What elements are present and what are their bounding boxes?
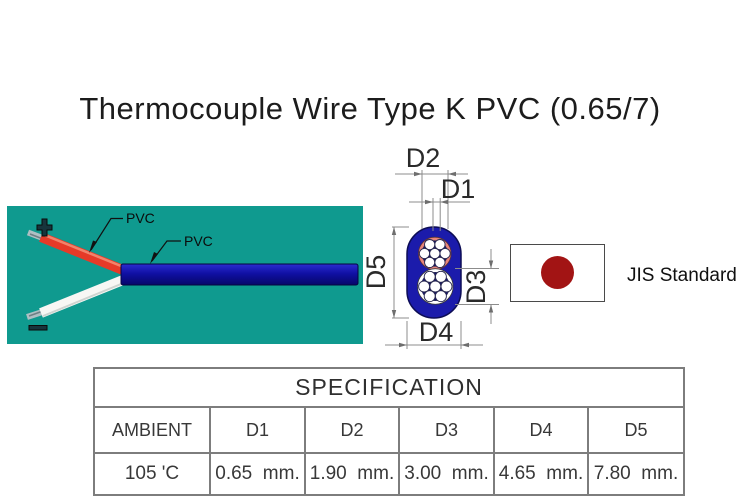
negative-conductor-bundle: [417, 268, 454, 305]
pvc-leader-2-arrow: [150, 252, 158, 264]
d3-label: D3: [461, 270, 491, 305]
positive-wire-highlight: [42, 233, 122, 268]
japan-flag-disc: [541, 256, 574, 289]
pvc-leader-1-arrow: [89, 240, 97, 253]
positive-conductor-bundle: [418, 236, 452, 271]
standard-label: JIS Standard: [627, 265, 737, 286]
table-header-row: AMBIENT D1 D2 D3 D4 D5: [93, 406, 685, 454]
table-title-row: SPECIFICATION: [93, 367, 685, 408]
negative-wire-shadow: [42, 283, 122, 317]
value-d1: 0.65 mm.: [209, 452, 306, 496]
table-row: 105 'C 0.65 mm. 1.90 mm. 3.00 mm. 4.65 m…: [93, 452, 685, 496]
positive-wire: [39, 232, 125, 275]
d4-label: D4: [419, 317, 454, 347]
pvc-label-1: PVC: [126, 210, 155, 226]
header-d1: D1: [209, 406, 306, 454]
header-d3: D3: [398, 406, 495, 454]
header-d2: D2: [304, 406, 400, 454]
value-d2: 1.90 mm.: [304, 452, 400, 496]
d5-label: D5: [365, 255, 391, 290]
d2-label: D2: [406, 145, 441, 173]
value-ambient: 105 'C: [93, 452, 211, 496]
dimension-d3: D3: [455, 249, 499, 324]
pvc-leader-2: [151, 240, 181, 262]
negative-wire: [39, 275, 125, 318]
plus-icon: [36, 218, 53, 237]
value-d5: 7.80 mm.: [587, 452, 685, 496]
header-d4: D4: [493, 406, 589, 454]
cross-section-diagram: D2 D1 D5: [361, 143, 505, 360]
cable-jacket: [120, 263, 359, 286]
dimension-d2: D2: [395, 143, 468, 229]
page-title: Thermocouple Wire Type K PVC (0.65/7): [79, 91, 661, 126]
d1-label: D1: [441, 174, 476, 204]
dimension-d1: D1: [409, 174, 475, 231]
value-d4: 4.65 mm.: [493, 452, 589, 496]
header-ambient: AMBIENT: [93, 406, 211, 454]
table-title: SPECIFICATION: [93, 367, 685, 408]
pvc-label-2: PVC: [184, 233, 213, 249]
dimension-d5: D5: [361, 226, 409, 319]
dimension-d4: D4: [385, 317, 483, 349]
japan-flag: [510, 244, 605, 302]
header-d5: D5: [587, 406, 685, 454]
value-d3: 3.00 mm.: [398, 452, 495, 496]
cable-illustration: PVC PVC: [26, 210, 359, 331]
minus-icon: [28, 325, 48, 331]
pvc-leader-1: [90, 217, 123, 251]
cable-photo: PVC PVC: [7, 206, 363, 344]
cross-section-drawing: D2 D1 D5: [361, 143, 499, 349]
specification-table: SPECIFICATION AMBIENT D1 D2 D3 D4 D5 105…: [93, 367, 685, 496]
